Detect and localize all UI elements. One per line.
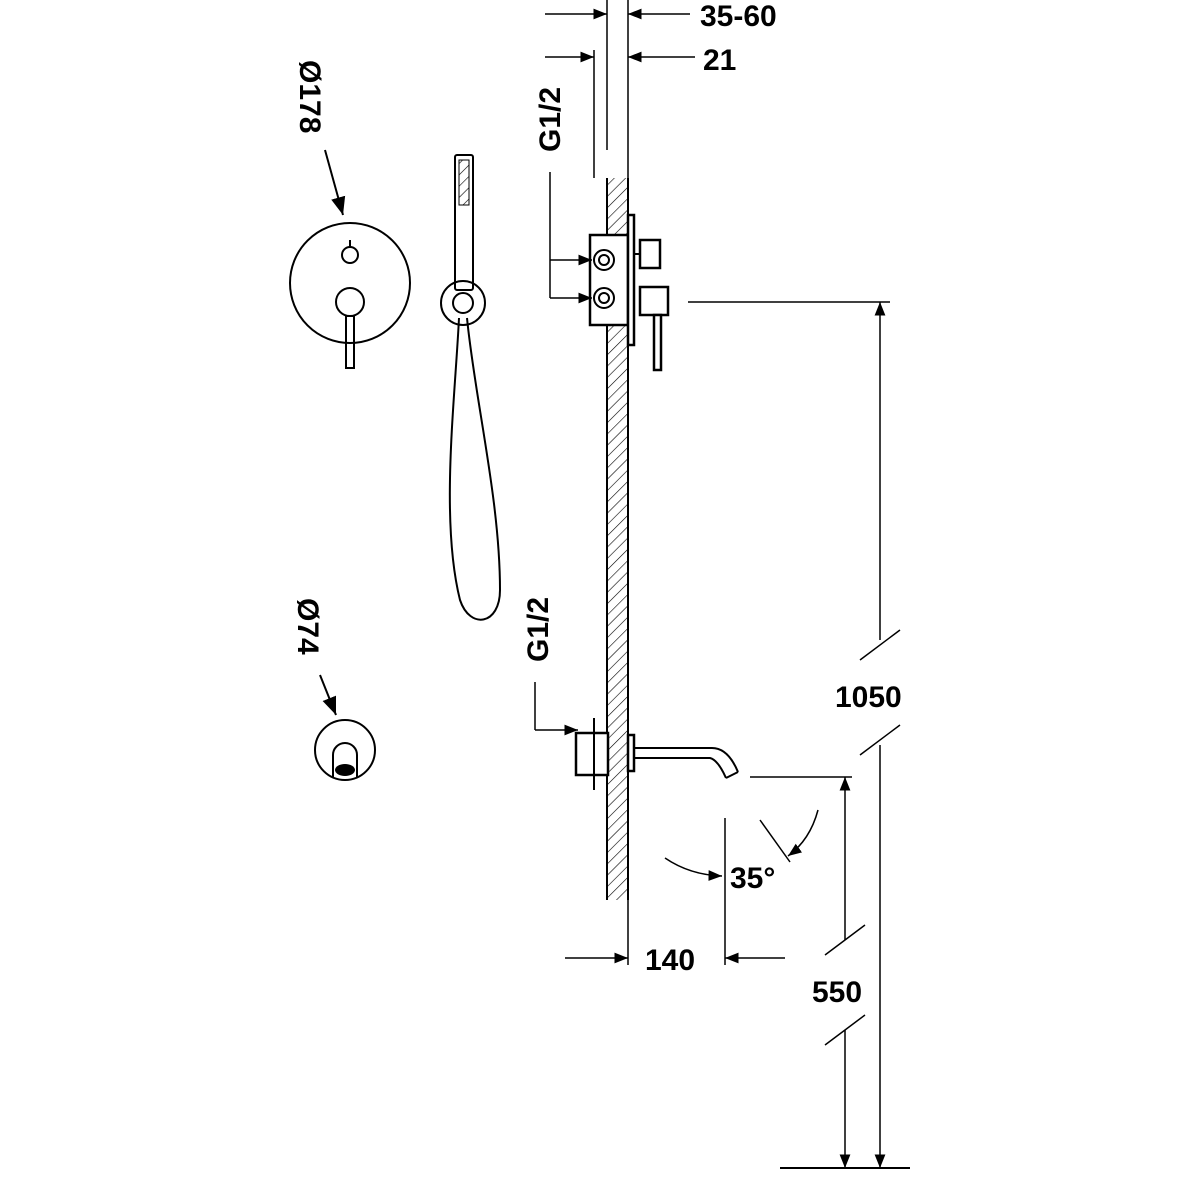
spout-angle-dimension: 35° xyxy=(664,809,819,965)
spout-height-dimension: 550 xyxy=(750,776,910,1169)
plate-offset-dimension: 21 xyxy=(545,44,736,178)
spout-angle-label: 35° xyxy=(730,862,775,895)
spout-height-label: 550 xyxy=(812,976,862,1009)
spout-projection-label: 140 xyxy=(645,944,695,977)
mixer-connection-label: G1/2 xyxy=(534,87,567,152)
mixer-diameter-label: Ø178 xyxy=(293,60,326,133)
spout-connection-label: G1/2 xyxy=(522,597,555,662)
mixer-front-view: Ø178 xyxy=(289,60,411,369)
mixer-height-dimension: 1050 xyxy=(688,301,902,1168)
wall-depth-dimension: 35-60 xyxy=(545,0,777,178)
hand-shower xyxy=(440,154,502,621)
mixer-side-view: G1/2 xyxy=(534,87,670,372)
mixer-height-label: 1050 xyxy=(835,681,902,714)
spout-projection-dimension: 140 xyxy=(565,900,785,977)
spout-side-view: G1/2 xyxy=(522,597,739,790)
plate-offset-label: 21 xyxy=(703,44,736,77)
spout-diameter-label: Ø74 xyxy=(291,598,324,655)
spout-front-view: Ø74 xyxy=(291,598,376,781)
wall-depth-label: 35-60 xyxy=(700,0,777,33)
